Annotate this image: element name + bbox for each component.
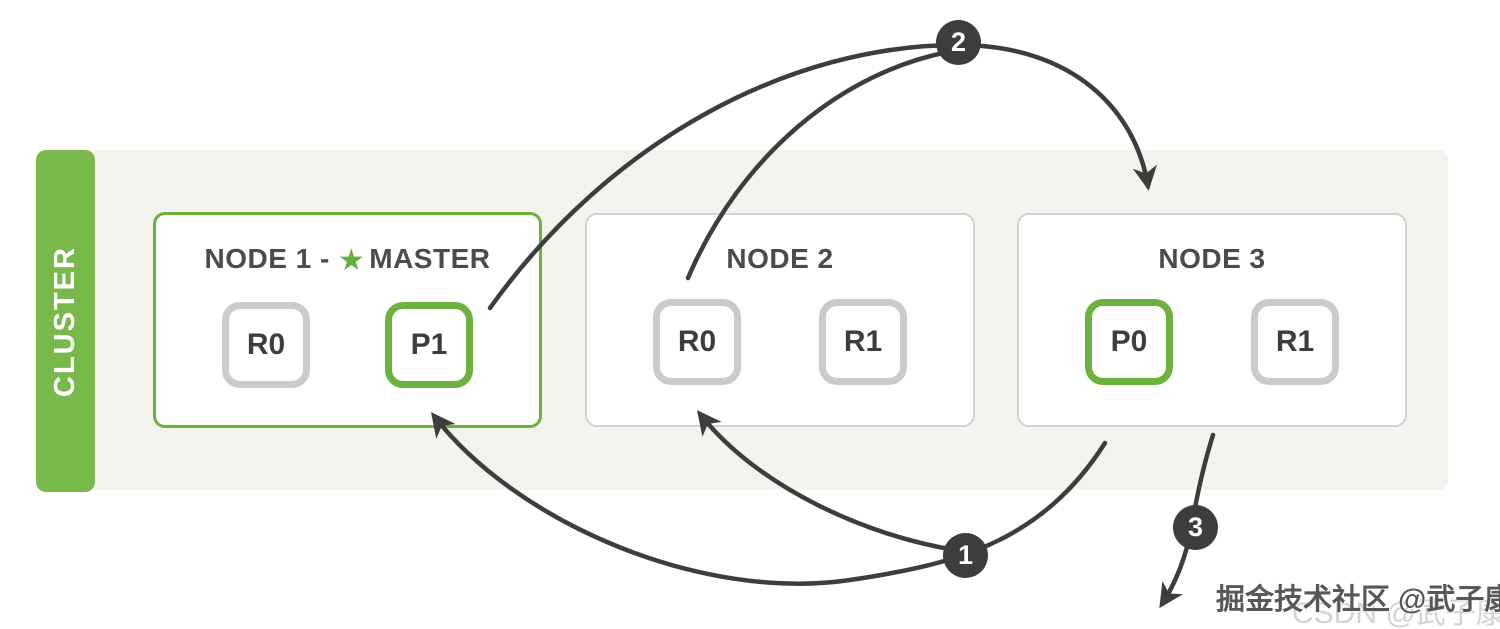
cluster-label: CLUSTER bbox=[49, 245, 82, 397]
shard-p1-node1: P1 bbox=[385, 302, 473, 388]
shard-label: P0 bbox=[1110, 325, 1148, 358]
step-1-badge: 1 bbox=[943, 533, 988, 578]
node-1-title: NODE 1 -★MASTER bbox=[156, 243, 539, 278]
shard-label: R0 bbox=[246, 328, 286, 361]
node-2-card: NODE 2 R0 R1 bbox=[585, 213, 975, 427]
node-1-card: NODE 1 -★MASTER R0 P1 bbox=[153, 212, 542, 428]
watermark-juejin: 掘金技术社区 @武子康 bbox=[1216, 584, 1500, 616]
node-1-shards: R0 P1 bbox=[156, 302, 539, 388]
node-3-title: NODE 3 bbox=[1158, 243, 1266, 274]
node-1-master-label: MASTER bbox=[369, 243, 491, 274]
step-3-badge: 3 bbox=[1173, 505, 1218, 550]
watermark-csdn: CSDN @武子康 bbox=[1292, 597, 1500, 629]
shard-label: R1 bbox=[843, 325, 883, 358]
cluster-sidebar: CLUSTER bbox=[36, 150, 95, 492]
node-1-title-prefix: NODE 1 - bbox=[204, 243, 330, 274]
shard-r1-node3: R1 bbox=[1251, 299, 1339, 385]
shard-r0-node2: R0 bbox=[653, 299, 741, 385]
shard-p0-node3: P0 bbox=[1085, 299, 1173, 385]
shard-r0-node1: R0 bbox=[222, 302, 310, 388]
shard-label: R0 bbox=[677, 325, 717, 358]
step-2-badge: 2 bbox=[936, 20, 981, 65]
shard-label: R1 bbox=[1275, 325, 1315, 358]
node-3-shards: P0 R1 bbox=[1019, 299, 1405, 385]
master-star-icon: ★ bbox=[337, 244, 366, 277]
shard-r1-node2: R1 bbox=[819, 299, 907, 385]
node-2-title: NODE 2 bbox=[726, 243, 834, 274]
node-2-shards: R0 R1 bbox=[587, 299, 973, 385]
shard-label: P1 bbox=[410, 328, 448, 361]
node-3-card: NODE 3 P0 R1 bbox=[1017, 213, 1407, 427]
